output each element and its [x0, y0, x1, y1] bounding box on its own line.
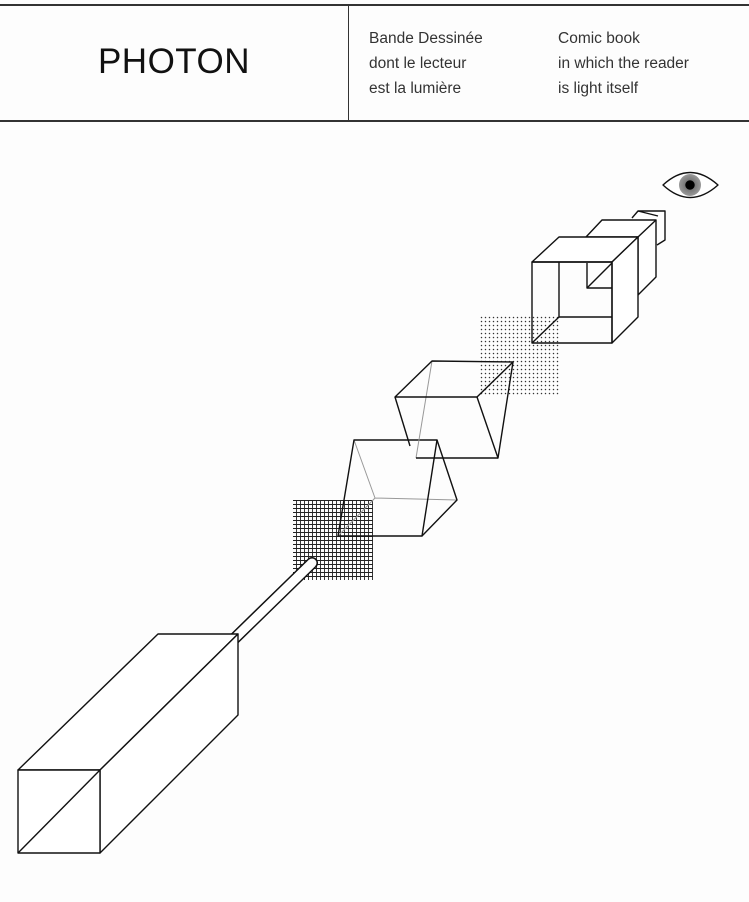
english-line: is light itself [558, 80, 639, 97]
prism-lower [337, 439, 458, 537]
english-line: in which the reader [558, 55, 689, 72]
english-line: Comic book [558, 30, 640, 47]
light-rod [227, 557, 318, 646]
light-source-box [17, 633, 239, 854]
prism-upper [394, 360, 514, 459]
french-line: est la lumière [369, 80, 462, 97]
eye-icon [662, 171, 719, 199]
french-line: dont le lecteur [369, 55, 467, 72]
english-subtitle: Comic book in which the reader is light … [558, 26, 689, 101]
page-title: PHOTON [97, 42, 251, 81]
french-line: Bande Dessinée [369, 30, 483, 47]
french-subtitle: Bande Dessinée dont le lecteur est la lu… [369, 26, 483, 101]
header: PHOTON Bande Dessinée dont le lecteur es… [0, 4, 749, 122]
header-divider [348, 6, 349, 120]
open-cube [531, 236, 639, 344]
